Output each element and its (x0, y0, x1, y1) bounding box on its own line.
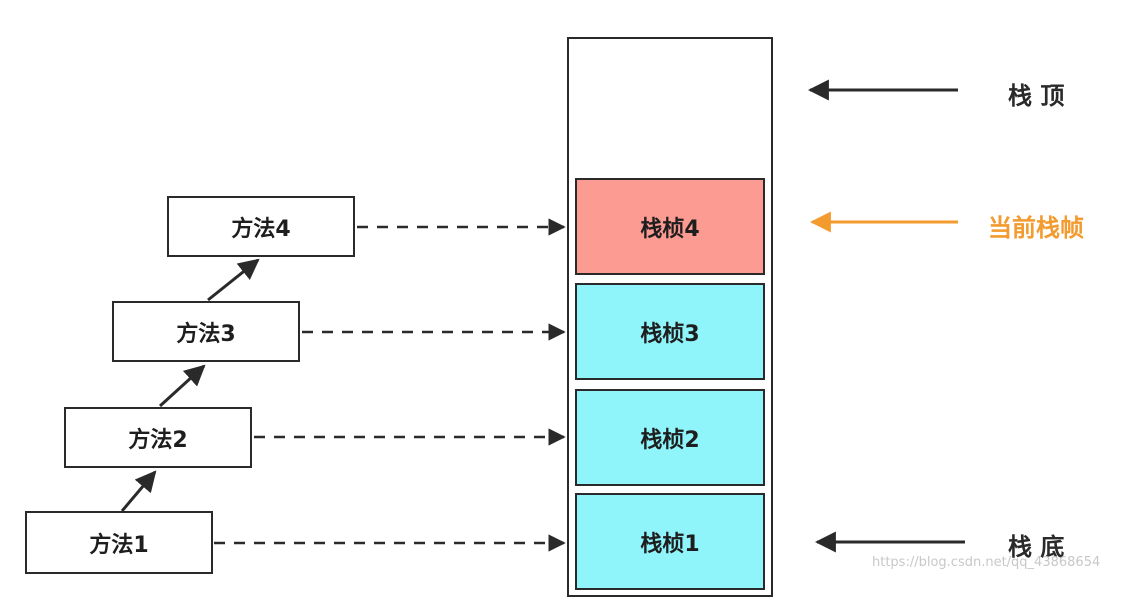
method-box-3: 方法3 (112, 301, 300, 362)
arrows-layer (120, 79, 965, 553)
stack-frame-4: 栈桢4 (575, 178, 765, 275)
method-box-1: 方法1 (25, 511, 213, 574)
stack-frame-1: 栈桢1 (575, 493, 765, 590)
method-label: 方法3 (176, 321, 236, 347)
stack-top-label: 栈 顶 (1008, 82, 1065, 110)
frame-label: 栈桢1 (640, 531, 700, 557)
stack-frame-2: 栈桢2 (575, 389, 765, 486)
method-label: 方法2 (128, 427, 188, 453)
method-box-2: 方法2 (64, 407, 252, 468)
call-arrow-1-to-2 (120, 470, 157, 512)
method-box-4: 方法4 (167, 196, 355, 257)
method-label: 方法1 (89, 532, 149, 558)
stack-bottom-label: 栈 底 (1008, 533, 1065, 561)
method-label: 方法4 (231, 216, 291, 242)
frame-label: 栈桢3 (640, 321, 700, 347)
call-arrow-2-to-3 (158, 364, 206, 408)
call-arrow-3-to-4 (207, 258, 260, 302)
stack-frame-3: 栈桢3 (575, 283, 765, 380)
frame-label: 栈桢2 (640, 427, 700, 453)
frame-label: 栈桢4 (640, 216, 700, 242)
current-frame-label: 当前栈帧 (988, 214, 1084, 242)
stack-frame-diagram: 方法4 方法3 方法2 方法1 栈桢4 栈桢3 栈桢2 栈桢1 栈 顶 当前栈帧… (25, 37, 1101, 597)
watermark: https://blog.csdn.net/qq_43868654 (872, 555, 1101, 570)
